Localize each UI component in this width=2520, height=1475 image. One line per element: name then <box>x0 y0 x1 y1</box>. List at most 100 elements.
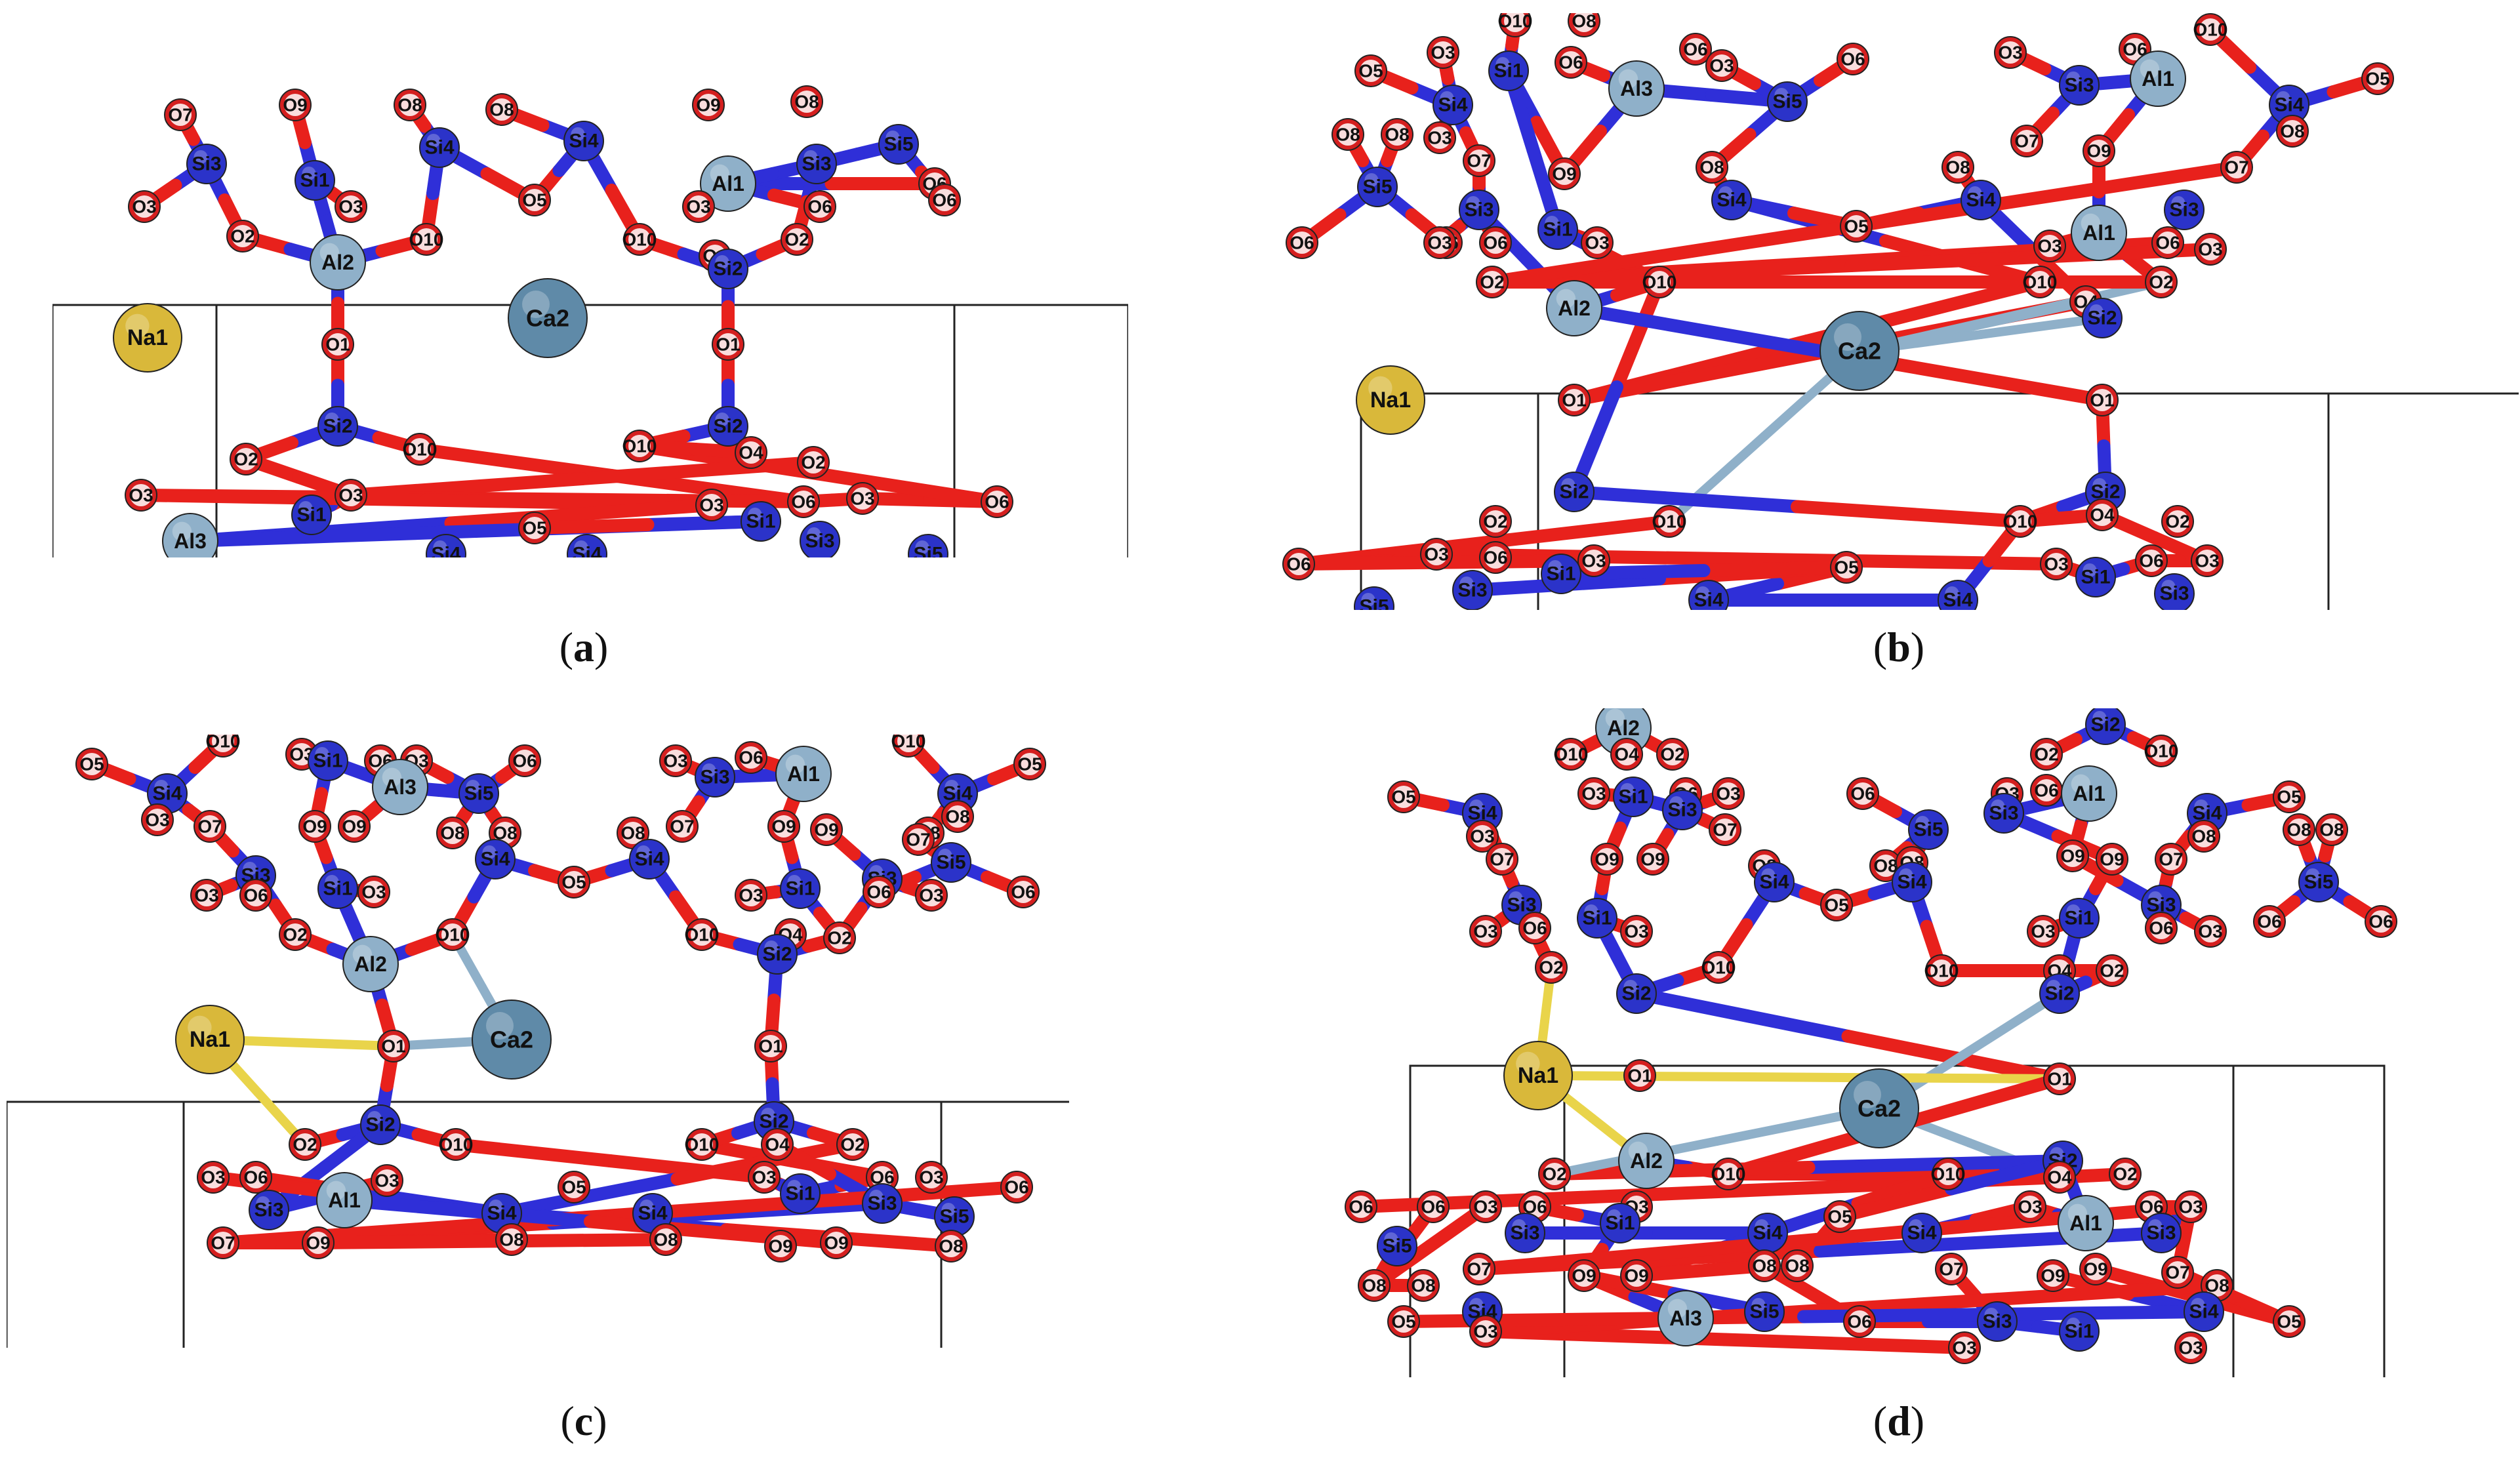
atom-label: O3 <box>2018 1197 2042 1217</box>
atom-o5: O5 <box>75 748 108 780</box>
atom-highlight <box>1999 41 2022 64</box>
atom-o10: O10 <box>2023 266 2057 298</box>
atom-label: Si1 <box>746 511 775 533</box>
atom-highlight <box>787 875 802 889</box>
atom-si5: Si5 <box>931 842 971 883</box>
atom-label: O5 <box>1358 61 1383 81</box>
atom-highlight <box>522 291 550 318</box>
atom-label: O1 <box>2047 1069 2071 1089</box>
atom-highlight <box>2367 68 2389 90</box>
atom-highlight <box>1350 1196 1372 1218</box>
bond-c-58-71-a <box>449 1138 617 1167</box>
atom-highlight <box>352 944 373 964</box>
atom-highlight <box>2092 711 2107 725</box>
atom-sphere <box>426 534 466 557</box>
atom-highlight <box>2166 1261 2189 1283</box>
atom-sphere <box>629 839 670 879</box>
atom-label: O5 <box>561 872 586 893</box>
atom-si5: Si5 <box>2298 862 2339 902</box>
atom-label: Si2 <box>762 944 792 965</box>
atom-label: Si2 <box>323 416 352 437</box>
atom-sphere <box>175 1005 245 1074</box>
atom-o9: O9 <box>338 810 371 843</box>
atom-highlight <box>130 484 152 506</box>
atom-si5: Si5 <box>908 534 948 557</box>
atom-label: O9 <box>306 1233 330 1253</box>
atom-si3: Si3 <box>1505 1213 1545 1253</box>
atom-o9: O9 <box>1548 157 1581 190</box>
atom-highlight <box>1368 376 1392 400</box>
atom-highlight <box>664 750 687 772</box>
atom-label: Na1 <box>190 1027 230 1052</box>
bond-b-46-33-a <box>1486 218 1871 289</box>
atom-highlight <box>1468 1258 1490 1280</box>
atom-highlight <box>1466 196 1480 210</box>
bond-d-67-63-b <box>1548 1161 1816 1181</box>
atom-highlight <box>445 1133 467 1156</box>
atom-o6: O6 <box>787 485 820 518</box>
atom-label: Si3 <box>192 153 221 175</box>
atom-si3: Si3 <box>1983 793 2024 834</box>
atom-highlight <box>1516 1051 1540 1076</box>
atom-highlight <box>1509 891 1523 905</box>
atom-al3: Al3 <box>372 759 428 815</box>
atom-o5: O5 <box>1354 54 1387 87</box>
atom-highlight <box>245 884 267 906</box>
atom-highlight <box>2101 848 2123 870</box>
atom-highlight <box>2091 504 2113 526</box>
bond-b-73-65-a <box>1739 552 2063 571</box>
atom-o2: O2 <box>1538 1158 1571 1190</box>
atom-o9: O9 <box>692 89 725 121</box>
atom-o4: O4 <box>1610 738 1643 771</box>
atom-highlight <box>1953 1337 1976 1359</box>
atom-label: O3 <box>1473 1322 1497 1342</box>
atom-label: O8 <box>2286 820 2311 840</box>
atom-label: O6 <box>1349 1197 1373 1217</box>
atom-label: Si1 <box>1546 563 1575 585</box>
atom-o3: O3 <box>659 744 692 777</box>
atom-label: O2 <box>827 928 851 948</box>
atom-label: O3 <box>1624 921 1648 942</box>
atom-highlight <box>1561 478 1575 492</box>
atom-highlight <box>2258 910 2281 933</box>
atom-label: O3 <box>1424 544 1448 565</box>
atom-label: Al2 <box>321 251 354 274</box>
bond-b-56-47-b <box>1568 302 1845 361</box>
atom-label: O6 <box>1483 548 1507 568</box>
atom-highlight <box>792 491 815 513</box>
atom-o6: O6 <box>239 1161 272 1194</box>
atom-sphere <box>862 1183 903 1224</box>
atom-label: O3 <box>338 197 363 217</box>
atom-o6: O6 <box>1286 226 1318 259</box>
atom-highlight <box>687 195 710 218</box>
atom-o2: O2 <box>823 921 856 954</box>
atom-o10: O10 <box>1701 951 1736 984</box>
atom-si1: Si1 <box>1613 777 1654 817</box>
bond-a-42-48-b <box>528 518 655 535</box>
atom-label: Si4 <box>1717 190 1746 211</box>
atom-sphere <box>931 842 971 883</box>
bond-d-59-61-b <box>1794 1072 2064 1083</box>
atom-label: O7 <box>1467 1259 1491 1280</box>
atom-highlight <box>2160 848 2182 870</box>
atom-label: O2 <box>2100 961 2124 981</box>
atom-sphere <box>475 839 516 879</box>
atom-label: O9 <box>302 817 327 837</box>
atom-sphere <box>1908 809 1949 850</box>
atom-sphere <box>741 501 781 542</box>
atom-si4: Si4 <box>419 127 460 168</box>
atom-label: Si5 <box>1913 819 1943 841</box>
atom-si4: Si4 <box>1747 1213 1788 1253</box>
atom-label: O6 <box>1290 233 1314 253</box>
atom-label: O10 <box>206 735 241 752</box>
atom-si3: Si3 <box>1452 570 1493 610</box>
atom-highlight <box>2370 910 2392 933</box>
atom-highlight <box>125 313 150 338</box>
atom-highlight <box>494 822 516 844</box>
atom-highlight <box>753 1166 775 1188</box>
atom-sphere <box>2075 557 2116 597</box>
atom-o1: O1 <box>712 328 744 361</box>
atom-sphere <box>310 234 366 291</box>
atom-highlight <box>871 1166 893 1188</box>
